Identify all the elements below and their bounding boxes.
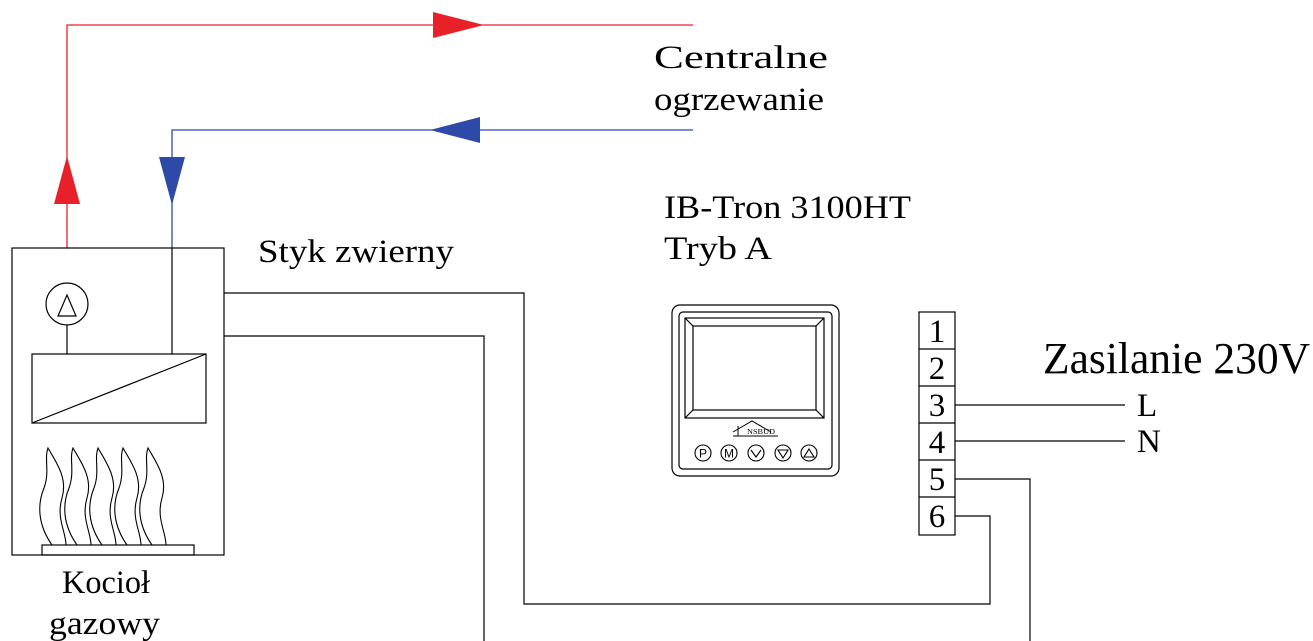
terminal-4: 4 (929, 425, 946, 461)
power-wires (955, 404, 1125, 442)
svg-text:P: P (699, 447, 707, 461)
svg-text:M: M (724, 447, 734, 461)
heat-exchanger (31, 353, 207, 424)
power-label: Zasilanie 230V (1043, 334, 1310, 383)
terminal-1: 1 (929, 314, 946, 350)
return-arrow-down (159, 157, 185, 205)
central-heating-label-line2: ogrzewanie (654, 82, 824, 118)
flames-icon (39, 446, 167, 546)
pump-icon (45, 282, 89, 326)
device-mode-label: Tryb A (664, 231, 772, 267)
return-pipe (171, 129, 693, 248)
button-up[interactable] (800, 444, 818, 462)
thermostat-buttons: P M (694, 444, 818, 462)
burner (41, 544, 195, 556)
button-p[interactable]: P (694, 444, 712, 462)
terminal-2: 2 (929, 351, 946, 387)
live-label: L (1137, 388, 1157, 424)
insbud-logo (732, 420, 778, 437)
contact-wires (224, 292, 1031, 641)
terminal-6: 6 (929, 499, 946, 535)
boiler-label-line1: Kocioł (62, 565, 150, 601)
return-arrow-left (430, 117, 480, 143)
supply-pipe (66, 24, 693, 248)
supply-arrow-up (54, 156, 80, 204)
button-m[interactable]: M (720, 444, 738, 462)
logo-text: NSBUD (747, 428, 775, 436)
device-name-label: IB-Tron 3100HT (664, 190, 911, 226)
gas-boiler (11, 247, 225, 556)
thermostat (671, 304, 840, 477)
neutral-label: N (1137, 424, 1161, 460)
thermostat-display (684, 317, 825, 419)
boiler-label-line2: gazowy (49, 606, 161, 641)
button-down[interactable] (774, 444, 792, 462)
central-heating-label-line1: Centralne (654, 40, 828, 76)
supply-arrow-right (433, 12, 484, 38)
button-check[interactable] (747, 444, 765, 462)
terminal-5: 5 (929, 462, 946, 498)
contact-label: Styk zwierny (258, 234, 455, 270)
terminal-3: 3 (929, 388, 946, 424)
terminal-block (918, 311, 956, 536)
